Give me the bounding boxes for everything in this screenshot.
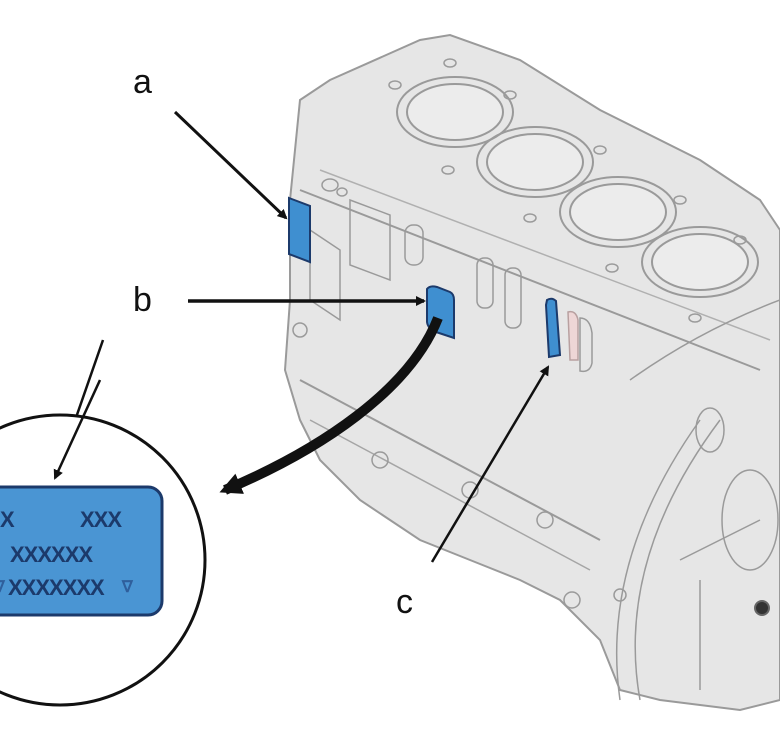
plate-line1-left: X [0, 507, 15, 532]
plate-line3-suffix: ∇ [122, 579, 133, 596]
callout-label-b: b [133, 281, 152, 319]
engine-block [283, 33, 780, 712]
cylinder-bore-3 [559, 176, 677, 248]
cylinder-bores [396, 76, 759, 298]
deck-edge-2 [319, 169, 771, 341]
cylinder-bore-4 [641, 226, 759, 298]
plate-a[interactable] [288, 196, 311, 264]
skirt-line-2 [309, 419, 591, 571]
cylinder-bore-1 [396, 76, 514, 148]
callout-label-c: c [396, 583, 413, 621]
cylinder-bore-2 [476, 126, 594, 198]
callout-label-a: a [133, 63, 152, 101]
sensor-icon [754, 600, 770, 616]
deck-holes [321, 58, 747, 323]
plate-line3-prefix: ∇ [0, 577, 5, 597]
callout-arrow-b-magnified-overlay [53, 379, 102, 480]
plate-line3: XXXXXXX [8, 575, 105, 600]
deck-edge [299, 189, 761, 371]
side-features [292, 198, 780, 701]
callout-arrow-a [173, 110, 288, 220]
callout-arrow-c [430, 365, 550, 563]
plate-line2: XXXXXX [10, 542, 93, 567]
plate-c[interactable] [544, 297, 562, 359]
plate-c-companion [567, 310, 579, 361]
magnified-plate [0, 485, 164, 617]
magnify-arrow [219, 316, 443, 495]
plate-line1-right: XXX [80, 507, 122, 532]
